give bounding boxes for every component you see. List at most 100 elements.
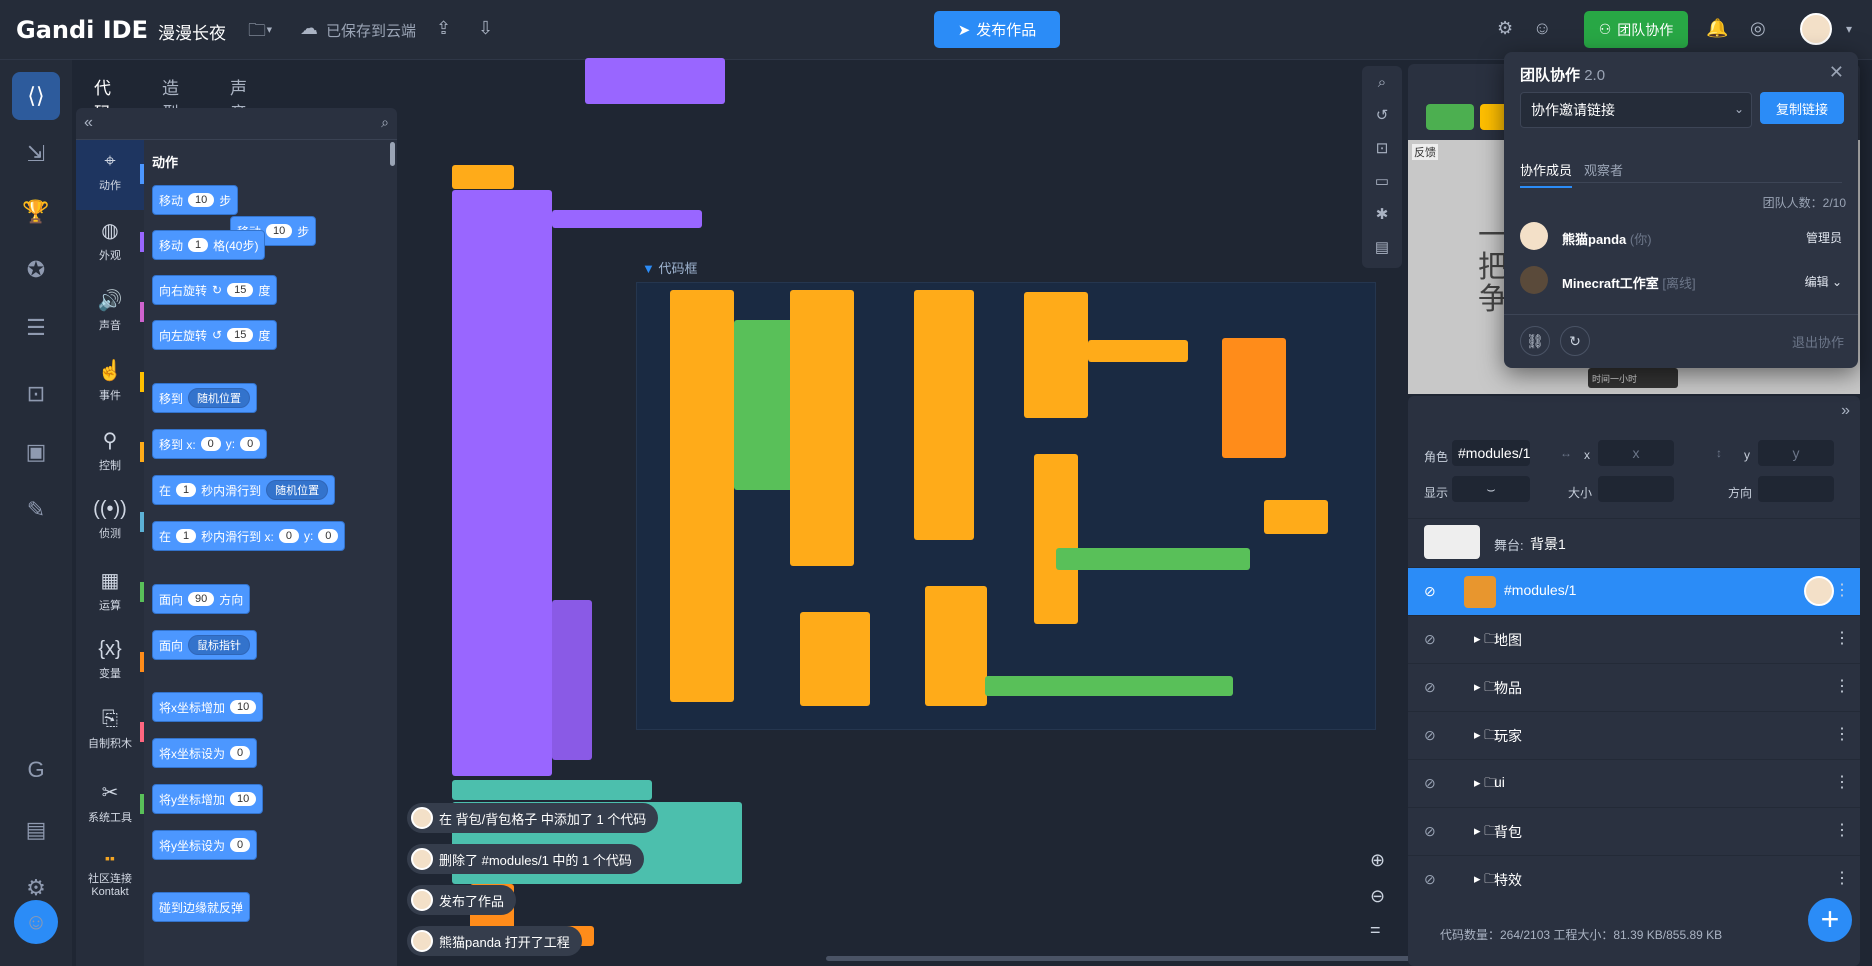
code-block-stack[interactable] <box>452 780 652 800</box>
import-nav-icon[interactable]: ⇲ <box>26 141 46 166</box>
close-icon[interactable]: ✕ <box>1828 62 1844 82</box>
zoom-out-icon[interactable]: ⊖ <box>1370 886 1386 906</box>
code-block-stack[interactable] <box>1034 454 1078 624</box>
code-block-stack[interactable] <box>790 290 854 566</box>
folder-row[interactable]: ⊘▸ 🗀地图⋮ <box>1408 615 1860 663</box>
trophy-nav-icon[interactable]: 🏆 <box>22 199 50 224</box>
code-block-stack[interactable] <box>670 290 734 702</box>
category-sound[interactable]: 🔊声音 <box>76 288 144 333</box>
category-sensing[interactable]: ((•))侦测 <box>76 498 144 541</box>
category-operators[interactable]: ▦运算 <box>76 568 144 613</box>
tab-members[interactable]: 协作成员 <box>1520 160 1573 188</box>
direction-input[interactable] <box>1758 476 1834 502</box>
add-sprite-button[interactable]: + <box>1808 898 1852 942</box>
badge-nav-icon[interactable]: ✪ <box>26 257 46 282</box>
history-icon[interactable]: ↺ <box>1375 107 1389 124</box>
feedback-label[interactable]: 反馈 <box>1412 144 1438 160</box>
more-icon[interactable]: ⋮ <box>1834 870 1850 887</box>
brush-nav-icon[interactable]: ✎ <box>26 497 46 522</box>
code-block-stack[interactable] <box>552 210 702 228</box>
eye-hidden-icon[interactable]: ⊘ <box>1424 631 1436 647</box>
code-block-stack[interactable] <box>1222 338 1286 458</box>
role-dropdown[interactable]: 编辑 ⌄ <box>1804 275 1842 289</box>
green-flag-button[interactable] <box>1426 104 1474 130</box>
code-block-stack[interactable] <box>1088 340 1188 362</box>
sprite-name-input[interactable]: #modules/1 <box>1452 440 1530 466</box>
eye-hidden-icon[interactable]: ⊘ <box>1424 583 1436 599</box>
more-icon[interactable]: ⋮ <box>1834 678 1850 695</box>
code-block-stack[interactable] <box>985 676 1233 696</box>
code-block-stack[interactable] <box>800 612 870 706</box>
folder-icon[interactable]: 🗀▾ <box>248 20 273 40</box>
code-block-stack[interactable] <box>552 600 592 760</box>
block-bounce[interactable]: 碰到边缘就反弹 <box>152 892 251 922</box>
briefcase-nav-icon[interactable]: ▤ <box>25 817 47 842</box>
code-nav-icon[interactable]: ⟨⟩ <box>12 72 60 120</box>
more-icon[interactable]: ⋮ <box>1834 630 1850 647</box>
project-name[interactable]: 漫漫长夜 <box>158 24 226 43</box>
code-block-stack[interactable] <box>1056 548 1250 570</box>
x-input[interactable]: x <box>1598 440 1674 466</box>
code-block-stack[interactable] <box>452 190 552 776</box>
category-variables[interactable]: {x}变量 <box>76 638 144 681</box>
download-icon[interactable]: ⇩ <box>478 18 494 38</box>
size-input[interactable] <box>1598 476 1674 502</box>
bug-icon[interactable]: ✱ <box>1375 206 1389 223</box>
eye-hidden-icon[interactable]: ⊘ <box>1424 727 1436 743</box>
category-looks[interactable]: ◍外观 <box>76 218 144 263</box>
robot-icon[interactable]: ⊡ <box>1375 140 1389 157</box>
folder-row[interactable]: ⊘▸ 🗀ui⋮ <box>1408 759 1860 807</box>
block-goto[interactable]: 移到随机位置 <box>152 383 258 413</box>
chat-icon[interactable]: ☺ <box>1533 18 1552 38</box>
more-icon[interactable]: ⋮ <box>1834 774 1850 791</box>
code-block-stack[interactable] <box>925 586 987 706</box>
copy-link-button[interactable]: 复制链接 <box>1760 92 1844 124</box>
eye-hidden-icon[interactable]: ⊘ <box>1424 775 1436 791</box>
database-nav-icon[interactable]: ☰ <box>26 315 46 340</box>
settings-doc-icon[interactable]: ⚙ <box>1497 18 1514 38</box>
zoom-reset-icon[interactable]: = <box>1370 920 1381 940</box>
eye-hidden-icon[interactable]: ⊘ <box>1424 679 1436 695</box>
folder-row[interactable]: ⊘▸ 🗀背包⋮ <box>1408 807 1860 855</box>
code-block-stack[interactable] <box>452 165 514 189</box>
gear-icon[interactable]: ⚙ <box>26 875 46 900</box>
y-input[interactable]: y <box>1758 440 1834 466</box>
folder-row[interactable]: ⊘▸ 🗀玩家⋮ <box>1408 711 1860 759</box>
category-control[interactable]: ⚲控制 <box>76 428 144 473</box>
show-toggle-icon[interactable]: ⌣ <box>1452 476 1530 502</box>
workspace-horizontal-scrollbar[interactable] <box>826 956 1606 961</box>
user-avatar[interactable] <box>1800 13 1832 45</box>
category-motion[interactable]: ⌖动作 <box>76 140 144 210</box>
eye-hidden-icon[interactable]: ⊘ <box>1424 823 1436 839</box>
chevron-down-icon[interactable]: ▾ <box>1846 22 1853 36</box>
code-block-stack[interactable] <box>1024 292 1088 418</box>
more-icon[interactable]: ⋮ <box>1834 726 1850 743</box>
collapse-icon[interactable]: « <box>84 114 93 131</box>
more-icon[interactable]: ⋮ <box>1834 582 1850 599</box>
sprite-row-active[interactable]: ⊘ #modules/1 ⋮ <box>1408 567 1860 615</box>
expand-icon[interactable]: » <box>1841 402 1850 419</box>
search-icon[interactable]: ⌕ <box>381 114 389 130</box>
terminal-icon[interactable]: ▭ <box>1374 173 1390 190</box>
exit-collab-button[interactable]: 退出协作 <box>1791 335 1844 350</box>
upload-icon[interactable]: ⇪ <box>436 18 452 38</box>
code-block-stack[interactable] <box>1264 500 1328 534</box>
category-myblocks[interactable]: ⎘自制积木 <box>76 708 144 751</box>
document-icon[interactable]: ▤ <box>1374 239 1390 256</box>
image-nav-icon[interactable]: ▣ <box>25 439 47 464</box>
code-block-stack[interactable] <box>585 58 725 104</box>
eye-hidden-icon[interactable]: ⊘ <box>1424 871 1436 887</box>
category-events[interactable]: ☝事件 <box>76 358 144 403</box>
category-tools[interactable]: ✂系统工具 <box>76 780 144 825</box>
